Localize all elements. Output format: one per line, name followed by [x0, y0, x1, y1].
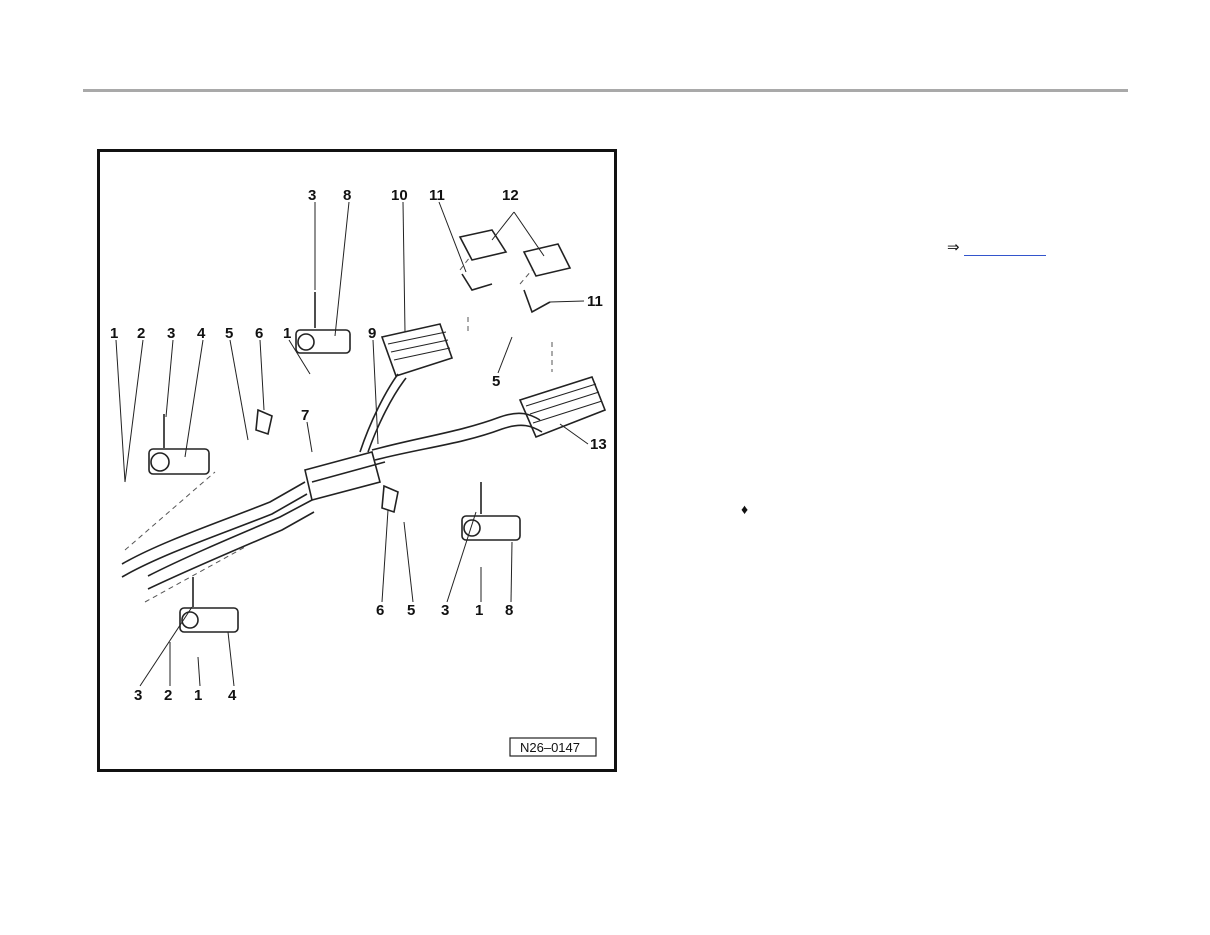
exhaust-illustration: 3 8 10 11 12 11 1 2 3 4 5 6 1 9 5 7 13 6…	[110, 187, 607, 757]
mount-12a	[458, 229, 508, 261]
callout-1-bottom: 1	[475, 602, 483, 619]
clamp-left	[148, 448, 210, 475]
callout-5-bottom: 5	[407, 602, 415, 619]
callout-1-lower: 1	[194, 687, 202, 704]
exhaust-system-diagram: 3 8 10 11 12 11 1 2 3 4 5 6 1 9 5 7 13 6…	[97, 149, 617, 772]
callout-9: 9	[368, 325, 376, 342]
bracket-11b	[523, 289, 551, 314]
clamp-bottom	[179, 607, 239, 633]
bracket-6b	[381, 484, 399, 514]
diamond-bullet-icon: ♦	[741, 501, 749, 517]
bracket-11a	[461, 273, 493, 291]
figure-id: N26–0147	[520, 740, 580, 755]
intermediate-pipe	[371, 412, 541, 451]
callout-1-mid: 1	[283, 325, 291, 342]
reference-link[interactable]	[963, 241, 1046, 256]
rear-muffler	[518, 376, 607, 439]
callout-3-lower: 3	[134, 687, 142, 704]
clamp-top	[295, 329, 351, 354]
callout-5-left: 5	[225, 325, 233, 342]
callout-3-bottom: 3	[441, 602, 449, 619]
callout-11-right: 11	[587, 293, 603, 310]
callout-8-bottom: 8	[505, 602, 513, 619]
front-pipe-left	[121, 481, 306, 565]
front-pipe-right	[147, 499, 313, 577]
callout-12: 12	[502, 187, 519, 204]
figure-id-box	[509, 737, 597, 757]
callout-13: 13	[590, 436, 607, 453]
callout-6-bottom: 6	[376, 602, 384, 619]
callout-4-lower: 4	[228, 687, 237, 704]
callout-1-left: 1	[110, 325, 118, 342]
callout-2-lower: 2	[164, 687, 172, 704]
header-rule	[83, 89, 1128, 92]
callout-3-left: 3	[167, 325, 175, 342]
callout-8-top: 8	[343, 187, 351, 204]
callout-11-top: 11	[429, 187, 445, 204]
cross-reference: ⇒	[947, 238, 1046, 256]
callout-4-left: 4	[197, 325, 206, 342]
callout-3-top: 3	[308, 187, 316, 204]
catalytic-converter-a	[304, 451, 381, 501]
callout-7: 7	[301, 407, 309, 424]
front-muffler	[380, 323, 454, 377]
arrow-right-icon: ⇒	[947, 239, 960, 256]
callout-5-mid: 5	[492, 373, 500, 390]
callout-10: 10	[391, 187, 408, 204]
mount-12b	[522, 243, 572, 277]
bracket-6a	[255, 408, 273, 436]
callout-6-left: 6	[255, 325, 263, 342]
callout-2-left: 2	[137, 325, 145, 342]
clamp-right	[461, 515, 521, 541]
